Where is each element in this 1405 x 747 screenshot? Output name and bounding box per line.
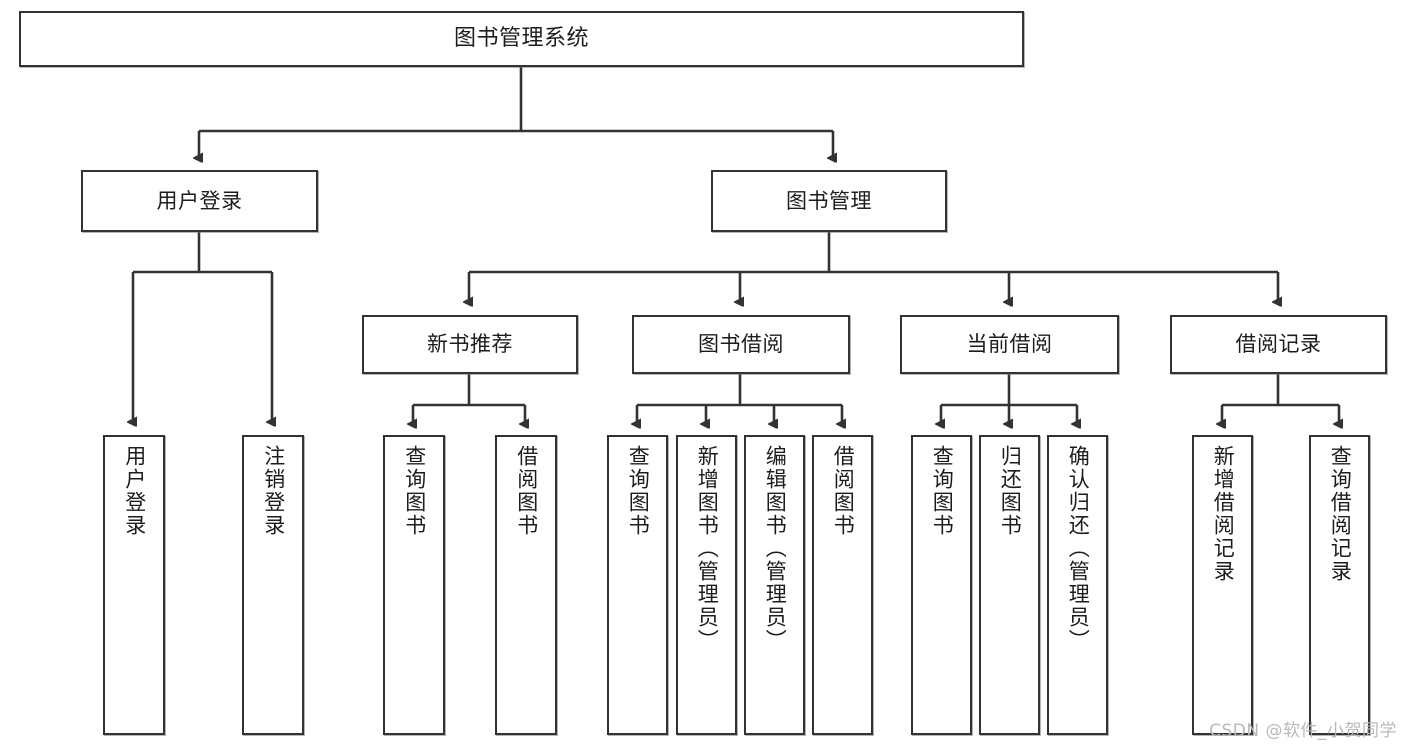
leaf-book-borrow-add[interactable]: 新增图书（管理员） bbox=[676, 435, 737, 735]
node-root-system[interactable]: 图书管理系统 bbox=[19, 11, 1024, 67]
node-label: 图书借阅 bbox=[698, 332, 784, 357]
node-label: 归还图书 bbox=[998, 445, 1023, 537]
node-label: 新书推荐 bbox=[427, 332, 513, 357]
node-new-book-recommend[interactable]: 新书推荐 bbox=[362, 315, 578, 374]
node-label: 确认归还（管理员） bbox=[1066, 445, 1091, 652]
node-book-borrow[interactable]: 图书借阅 bbox=[632, 315, 850, 374]
leaf-current-borrow-return[interactable]: 归还图书 bbox=[979, 435, 1040, 735]
node-label: 新增图书（管理员） bbox=[695, 445, 720, 652]
csdn-watermark: CSDN @软件_小贺同学 bbox=[1209, 721, 1397, 741]
leaf-book-borrow-edit[interactable]: 编辑图书（管理员） bbox=[744, 435, 805, 735]
leaf-new-book-query[interactable]: 查询图书 bbox=[383, 435, 445, 735]
node-label: 查询图书 bbox=[626, 445, 651, 537]
node-label: 用户登录 bbox=[156, 188, 243, 213]
node-label: 查询借阅记录 bbox=[1328, 445, 1353, 583]
node-label: 借阅记录 bbox=[1235, 332, 1322, 357]
node-label: 借阅图书 bbox=[514, 445, 539, 537]
node-borrow-record[interactable]: 借阅记录 bbox=[1170, 315, 1387, 374]
leaf-book-borrow-borrow[interactable]: 借阅图书 bbox=[812, 435, 873, 735]
node-label: 新增借阅记录 bbox=[1211, 445, 1236, 583]
node-user-login[interactable]: 用户登录 bbox=[81, 170, 318, 232]
leaf-current-borrow-query[interactable]: 查询图书 bbox=[911, 435, 972, 735]
leaf-book-borrow-query[interactable]: 查询图书 bbox=[607, 435, 668, 735]
node-label: 用户登录 bbox=[122, 445, 147, 537]
node-label: 注销登录 bbox=[261, 445, 286, 537]
leaf-new-book-borrow[interactable]: 借阅图书 bbox=[495, 435, 557, 735]
leaf-user-login-signin[interactable]: 用户登录 bbox=[103, 435, 165, 735]
node-label: 借阅图书 bbox=[831, 445, 856, 537]
leaf-borrow-record-add[interactable]: 新增借阅记录 bbox=[1192, 435, 1253, 735]
node-label: 查询图书 bbox=[402, 445, 427, 537]
node-label: 编辑图书（管理员） bbox=[763, 445, 788, 652]
node-current-borrow[interactable]: 当前借阅 bbox=[900, 315, 1119, 374]
leaf-current-borrow-confirm-return[interactable]: 确认归还（管理员） bbox=[1047, 435, 1108, 735]
leaf-borrow-record-query[interactable]: 查询借阅记录 bbox=[1309, 435, 1370, 735]
node-label: 图书管理系统 bbox=[453, 26, 589, 52]
node-label: 查询图书 bbox=[930, 445, 955, 537]
leaf-user-login-signout[interactable]: 注销登录 bbox=[242, 435, 304, 735]
node-label: 当前借阅 bbox=[966, 332, 1053, 357]
node-book-management[interactable]: 图书管理 bbox=[711, 170, 947, 232]
node-label: 图书管理 bbox=[786, 188, 872, 213]
